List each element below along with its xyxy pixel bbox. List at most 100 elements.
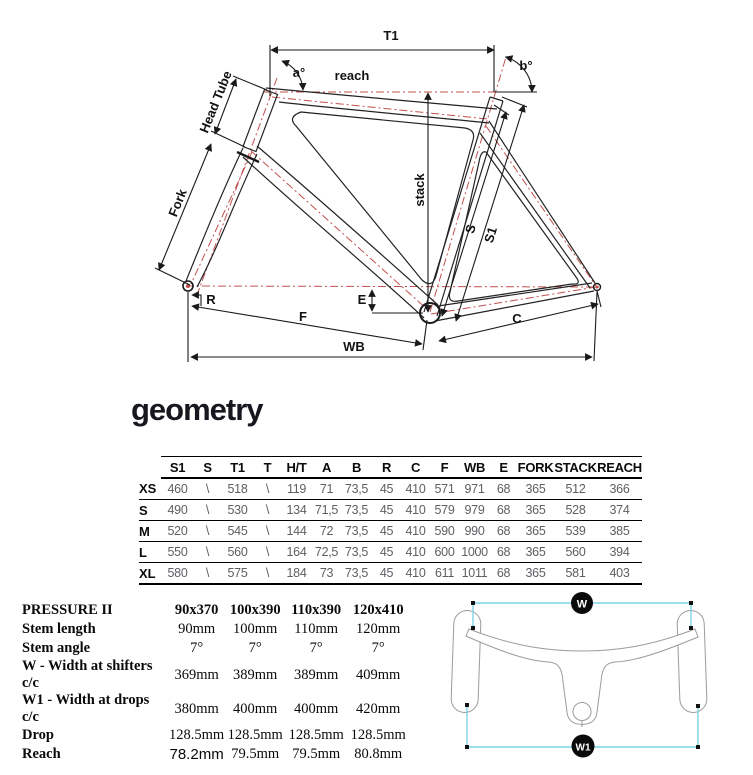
label-reach: reach <box>335 68 370 83</box>
column-header: 120x410 <box>352 602 404 618</box>
table-cell: 528 <box>554 499 597 521</box>
table-cell: 73,5 <box>341 520 372 542</box>
label-wb: WB <box>343 339 365 354</box>
table-cell: 73,5 <box>341 499 372 521</box>
table-cell: 420mm <box>356 700 401 717</box>
label-stack: stack <box>412 173 427 207</box>
column-header: T1 <box>221 456 254 479</box>
table-cell: 45 <box>372 541 401 563</box>
table-cell: 68 <box>490 499 517 521</box>
column-header: REACH <box>597 456 642 479</box>
label-c: C <box>512 311 522 326</box>
table-cell: 144 <box>281 520 312 542</box>
page-title: geometry <box>131 392 264 427</box>
table-cell: \ <box>254 541 281 563</box>
table-cell: 380mm <box>174 700 219 717</box>
table-cell: 7° <box>309 640 323 656</box>
table-cell: 7° <box>190 640 204 656</box>
table-cell: 409mm <box>356 666 401 683</box>
column-header: R <box>372 456 401 479</box>
label-f: F <box>299 309 307 324</box>
table-cell: 184 <box>281 562 312 585</box>
table-cell: 365 <box>517 499 554 521</box>
table-cell: 518 <box>221 478 254 500</box>
table-cell: 611 <box>430 562 459 585</box>
column-header: E <box>490 456 517 479</box>
table-cell: 1011 <box>459 562 490 585</box>
row-label: XS <box>139 478 161 500</box>
frame-geometry-diagram: T1 a° reach b° Head Tube Fork stack S S1… <box>154 28 602 362</box>
table-cell: 403 <box>597 562 642 585</box>
table-cell: 119 <box>281 478 312 500</box>
row-label: Reach <box>22 746 61 762</box>
table-cell: 68 <box>490 520 517 542</box>
table-cell: 545 <box>221 520 254 542</box>
table-cell: 581 <box>554 562 597 585</box>
table-cell: 110mm <box>294 621 339 637</box>
table-cell: 579 <box>430 499 459 521</box>
label-angle-b: b° <box>519 58 532 73</box>
table-cell: 365 <box>517 520 554 542</box>
table-cell: 490 <box>161 499 194 521</box>
table-cell: \ <box>254 478 281 500</box>
table-cell: 80.8mm <box>354 746 403 762</box>
handlebar-diagram: W W1 <box>450 592 708 758</box>
table-cell: 45 <box>372 562 401 585</box>
table-cell: 128.5mm <box>227 727 283 743</box>
table-cell: 571 <box>430 478 459 500</box>
column-header: 100x390 <box>229 602 281 618</box>
table-cell: 400mm <box>233 700 278 717</box>
handlebar-bar-stem <box>465 628 699 727</box>
table-cell: 990 <box>459 520 490 542</box>
table-cell: 410 <box>401 478 430 500</box>
table-cell: 520 <box>161 520 194 542</box>
table-cell: 512 <box>554 478 597 500</box>
table-cell: 73 <box>312 562 341 585</box>
table-cell: 79.5mm <box>231 746 280 762</box>
column-header: A <box>312 456 341 479</box>
table-cell: 365 <box>517 562 554 585</box>
row-label: XL <box>139 562 161 585</box>
table-cell: \ <box>194 541 221 563</box>
table-cell: 550 <box>161 541 194 563</box>
table-cell: 164 <box>281 541 312 563</box>
row-label: Drop <box>22 727 54 743</box>
label-w1: W1 <box>576 743 591 754</box>
label-e: E <box>358 292 367 307</box>
w-badge: W <box>571 592 593 614</box>
row-label: L <box>139 541 161 563</box>
table-cell: 530 <box>221 499 254 521</box>
table-cell: \ <box>254 520 281 542</box>
row-label: S <box>139 499 161 521</box>
label-angle-a: a° <box>293 65 305 80</box>
table-cell: 90mm <box>178 621 216 637</box>
column-header: T <box>254 456 281 479</box>
rear-dropout <box>592 282 602 292</box>
table-cell: 68 <box>490 541 517 563</box>
table-cell: 68 <box>490 478 517 500</box>
table-cell: 560 <box>554 541 597 563</box>
column-header: S1 <box>161 456 194 479</box>
dimension-endpoint-dots <box>465 601 700 749</box>
table-cell: 120mm <box>356 621 401 637</box>
table-cell: \ <box>194 499 221 521</box>
table-cell: 79.5mm <box>292 746 341 762</box>
table-cell: 410 <box>401 562 430 585</box>
table-cell: 128.5mm <box>169 727 225 743</box>
table-cell: 385 <box>597 520 642 542</box>
table-cell: \ <box>194 562 221 585</box>
label-r: R <box>206 292 216 307</box>
table-cell: 560 <box>221 541 254 563</box>
column-header: F <box>430 456 459 479</box>
table-cell: 45 <box>372 478 401 500</box>
table-cell: 1000 <box>459 541 490 563</box>
table-cell: 971 <box>459 478 490 500</box>
table-cell: 600 <box>430 541 459 563</box>
